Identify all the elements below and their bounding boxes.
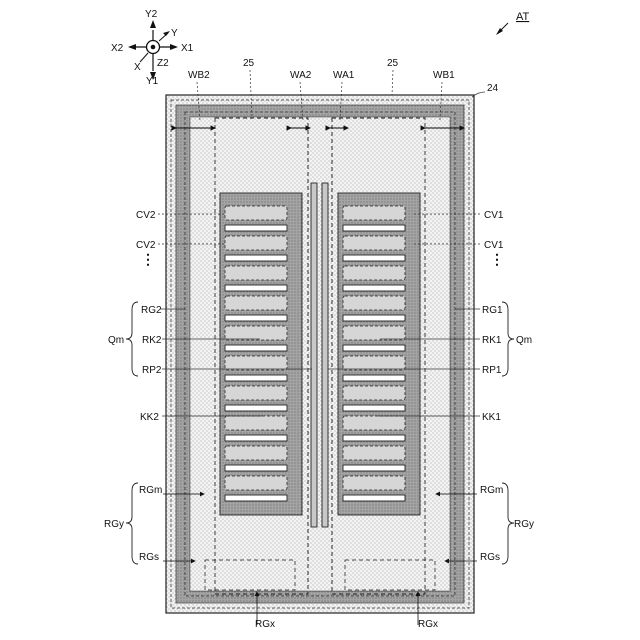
electrode-stack-left bbox=[220, 193, 302, 515]
left-electrode-strip bbox=[225, 435, 287, 441]
left-contact-cell bbox=[225, 236, 287, 250]
label-rgy-left: RGy bbox=[104, 519, 124, 530]
label-wa2: WA2 bbox=[290, 70, 312, 81]
right-electrode-strip bbox=[343, 495, 405, 501]
right-electrode-strip bbox=[343, 225, 405, 231]
axis-indicator: Y2 Y X1 X2 X Z2 Y1 bbox=[111, 9, 194, 87]
right-electrode-strip bbox=[343, 255, 405, 261]
right-contact-cell bbox=[343, 296, 405, 310]
label-rgs-left: RGs bbox=[139, 552, 159, 563]
left-contact-cell bbox=[225, 476, 287, 490]
right-contact-cell bbox=[343, 356, 405, 370]
label-wb2: WB2 bbox=[188, 70, 210, 81]
label-cv1-b: CV1 bbox=[484, 240, 504, 251]
label-rgx-right: RGx bbox=[418, 619, 438, 630]
label-rg1: RG1 bbox=[482, 305, 503, 316]
label-wb1: WB1 bbox=[433, 70, 455, 81]
right-contact-cell bbox=[343, 236, 405, 250]
left-contact-cell bbox=[225, 326, 287, 340]
label-cv1-a: CV1 bbox=[484, 210, 504, 221]
right-contact-cell bbox=[343, 386, 405, 400]
label-25-left: 25 bbox=[243, 58, 255, 69]
label-rk2: RK2 bbox=[142, 335, 162, 346]
label-qm-right: Qm bbox=[516, 335, 532, 346]
label-25-right: 25 bbox=[387, 58, 399, 69]
axis-z2-label: Z2 bbox=[157, 58, 169, 69]
right-contact-cell bbox=[343, 206, 405, 220]
left-electrode-strip bbox=[225, 225, 287, 231]
left-electrode-strip bbox=[225, 285, 287, 291]
right-electrode-strip bbox=[343, 405, 405, 411]
axis-x1-label: X1 bbox=[181, 43, 194, 54]
left-electrode-strip bbox=[225, 255, 287, 261]
label-24: 24 bbox=[487, 83, 499, 94]
left-electrode-strip bbox=[225, 375, 287, 381]
label-kk2: KK2 bbox=[140, 412, 159, 423]
left-electrode-strip bbox=[225, 345, 287, 351]
label-cv2-a: CV2 bbox=[136, 210, 156, 221]
axis-y2-label: Y2 bbox=[145, 9, 158, 20]
left-contact-cell bbox=[225, 356, 287, 370]
axis-y1-label: Y1 bbox=[146, 76, 159, 87]
right-electrode-strip bbox=[343, 285, 405, 291]
left-ellipsis: ⋮ bbox=[141, 251, 155, 267]
label-rg2: RG2 bbox=[141, 305, 162, 316]
electrode-stack-right bbox=[338, 193, 420, 515]
right-electrode-strip bbox=[343, 375, 405, 381]
figure-ref: AT bbox=[496, 11, 530, 35]
label-qm-left: Qm bbox=[108, 335, 124, 346]
right-contact-cell bbox=[343, 266, 405, 280]
axis-y-label: Y bbox=[171, 28, 178, 39]
label-rgx-left: RGx bbox=[255, 619, 275, 630]
left-electrode-strip bbox=[225, 315, 287, 321]
right-electrode-strip bbox=[343, 315, 405, 321]
right-ellipsis: ⋮ bbox=[490, 251, 504, 267]
left-contact-cell bbox=[225, 206, 287, 220]
left-contact-cell bbox=[225, 416, 287, 430]
right-contact-cell bbox=[343, 446, 405, 460]
left-contact-cell bbox=[225, 446, 287, 460]
label-rgm-right: RGm bbox=[480, 485, 503, 496]
label-wa1: WA1 bbox=[333, 70, 355, 81]
left-contact-cell bbox=[225, 266, 287, 280]
left-contact-cell bbox=[225, 296, 287, 310]
label-rp2: RP2 bbox=[142, 365, 162, 376]
right-contact-cell bbox=[343, 416, 405, 430]
left-electrode-strip bbox=[225, 405, 287, 411]
right-contact-cell bbox=[343, 476, 405, 490]
label-cv2-b: CV2 bbox=[136, 240, 156, 251]
label-rgy-right: RGy bbox=[514, 519, 534, 530]
right-contact-cell bbox=[343, 326, 405, 340]
right-electrode-strip bbox=[343, 435, 405, 441]
axis-x2-label: X2 bbox=[111, 43, 124, 54]
label-rk1: RK1 bbox=[482, 335, 502, 346]
label-kk1: KK1 bbox=[482, 412, 501, 423]
left-electrode-strip bbox=[225, 465, 287, 471]
right-electrode-strip bbox=[343, 345, 405, 351]
right-electrode-strip bbox=[343, 465, 405, 471]
label-rgm-left: RGm bbox=[139, 485, 162, 496]
label-rp1: RP1 bbox=[482, 365, 502, 376]
axis-x-label: X bbox=[134, 62, 141, 73]
left-electrode-strip bbox=[225, 495, 287, 501]
left-contact-cell bbox=[225, 386, 287, 400]
svg-text:AT: AT bbox=[516, 11, 530, 23]
label-rgs-right: RGs bbox=[480, 552, 500, 563]
